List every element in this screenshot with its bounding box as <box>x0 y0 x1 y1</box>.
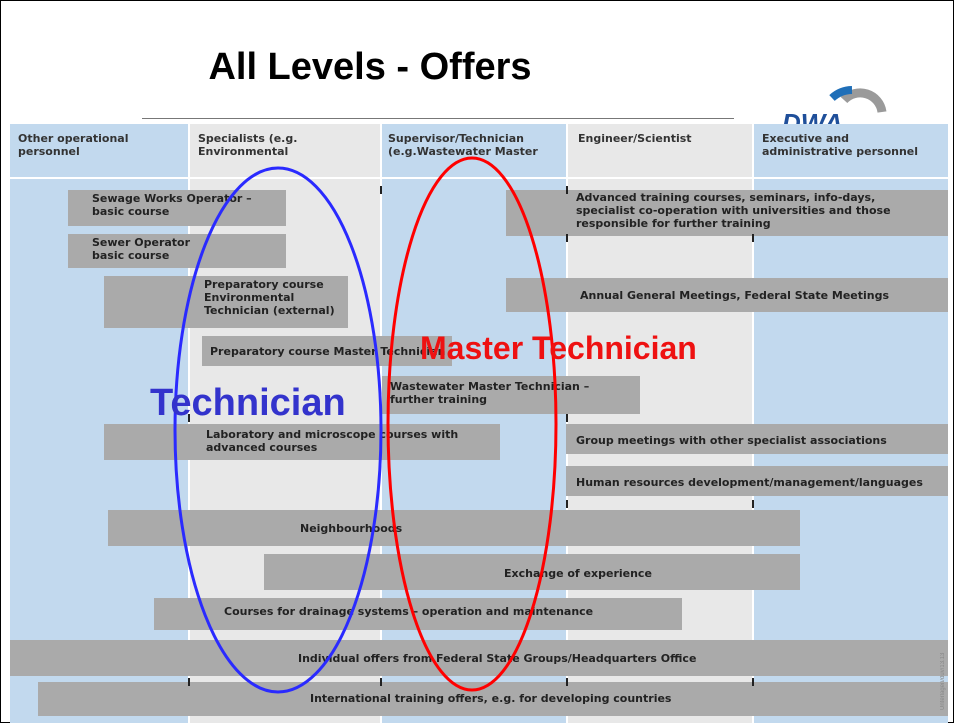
header-divider <box>10 177 948 179</box>
offer-bar-prep-env <box>104 276 348 328</box>
offer-label-group-meetings: Group meetings with other specialist ass… <box>576 434 887 447</box>
offer-bar-advanced-training <box>506 190 948 236</box>
offer-label-laboratory: Laboratory and microscope courses with a… <box>206 428 459 454</box>
offer-bar-international <box>38 682 948 716</box>
offer-label-prep-master: Preparatory course Master Technician <box>210 345 446 358</box>
offer-label-wastewater-master: Wastewater Master Technician – further t… <box>390 380 590 406</box>
offer-bar-sewage-works <box>68 190 286 226</box>
column-header-specialists: Specialists (e.g. Environmental <box>198 132 298 158</box>
master-technician-overlay-label: Master Technician <box>420 330 697 366</box>
tick <box>752 500 754 508</box>
offer-bar-group-meetings <box>566 424 948 454</box>
offer-bar-wastewater-master <box>382 376 640 414</box>
offer-bar-laboratory <box>104 424 500 460</box>
tick <box>752 678 754 686</box>
offer-bar-exchange <box>264 554 800 590</box>
tick <box>566 500 568 508</box>
tick <box>566 414 568 422</box>
tick <box>188 678 190 686</box>
offer-label-advanced-training: Advanced training courses, seminars, inf… <box>576 191 891 230</box>
technician-overlay-label: Technician <box>150 382 346 424</box>
offer-label-sewer-operator: Sewer Operator basic course <box>92 236 191 262</box>
column-divider <box>752 124 754 723</box>
tick <box>380 678 382 686</box>
tick <box>566 186 568 194</box>
offer-label-neighbourhoods: Neighbourhoods <box>300 522 403 535</box>
column-header-executive: Executive and administrative personnel <box>762 132 919 158</box>
offer-bar-prep-master <box>202 336 452 366</box>
offer-label-annual-meetings: Annual General Meetings, Federal State M… <box>580 289 890 302</box>
offer-label-drainage: Courses for drainage systems – operation… <box>224 605 594 618</box>
offer-label-individual: Individual offers from Federal State Gro… <box>298 652 697 665</box>
offers-chart: Other operational personnel Specialists … <box>10 124 948 723</box>
offer-label-international: International training offers, e.g. for … <box>310 692 672 705</box>
tick <box>752 234 754 242</box>
tick <box>188 414 190 422</box>
master-technician-ellipse <box>386 156 558 692</box>
tick <box>566 234 568 242</box>
tick <box>566 678 568 686</box>
offer-label-sewage-works: Sewage Works Operator – basic course <box>92 192 252 218</box>
offer-label-hr-development: Human resources development/management/l… <box>576 476 923 489</box>
column-header-supervisor: Supervisor/Technician (e.g.Wastewater Ma… <box>388 132 538 158</box>
technician-ellipse <box>173 166 383 694</box>
offer-bar-annual-meetings <box>506 278 948 312</box>
offer-bar-neighbourhoods <box>108 510 800 546</box>
column-header-operational: Other operational personnel <box>18 132 129 158</box>
column-divider <box>188 124 190 723</box>
side-note: Unterlagen/duv/13.13 <box>940 652 946 710</box>
tick <box>380 186 382 194</box>
column-divider <box>566 124 568 723</box>
offer-label-prep-env: Preparatory course Environmental Technic… <box>204 278 335 317</box>
title-divider <box>142 118 734 119</box>
slide-title: All Levels - Offers <box>208 46 532 88</box>
offer-bar-sewer-operator <box>68 234 286 268</box>
offer-bar-hr-development <box>566 466 948 496</box>
column-header-engineer: Engineer/Scientist <box>578 132 692 145</box>
offer-bar-individual <box>10 640 948 676</box>
